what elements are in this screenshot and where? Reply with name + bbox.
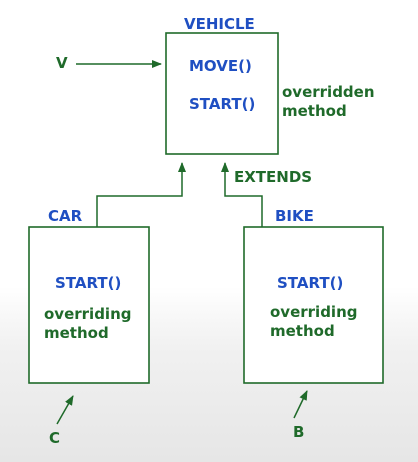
car-method-label: method <box>44 324 109 342</box>
car-box <box>28 226 150 384</box>
vehicle-start-method: START() <box>189 95 256 113</box>
extends-label: EXTENDS <box>234 168 313 186</box>
bike-box <box>243 226 384 384</box>
bike-extends-arrow <box>221 162 263 227</box>
vehicle-move-method: MOVE() <box>189 57 252 75</box>
b-reference-label: B <box>293 423 305 441</box>
bike-method-label: method <box>270 322 335 340</box>
vehicle-box <box>165 32 279 155</box>
bike-overriding-label: overriding <box>270 303 358 321</box>
car-extends-arrow <box>96 162 186 227</box>
v-reference-label: V <box>56 54 68 72</box>
car-overriding-label: overriding <box>44 305 132 323</box>
c-reference-arrow <box>56 395 74 425</box>
overridden-label: overridden <box>282 83 375 101</box>
bike-title: BIKE <box>275 207 314 225</box>
overridden-method-label: method <box>282 102 347 120</box>
bike-start-method: START() <box>277 274 344 292</box>
car-title: CAR <box>48 207 83 225</box>
c-reference-label: C <box>49 429 61 447</box>
vehicle-title: VEHICLE <box>184 15 255 33</box>
car-start-method: START() <box>55 274 122 292</box>
b-reference-arrow <box>293 390 308 419</box>
